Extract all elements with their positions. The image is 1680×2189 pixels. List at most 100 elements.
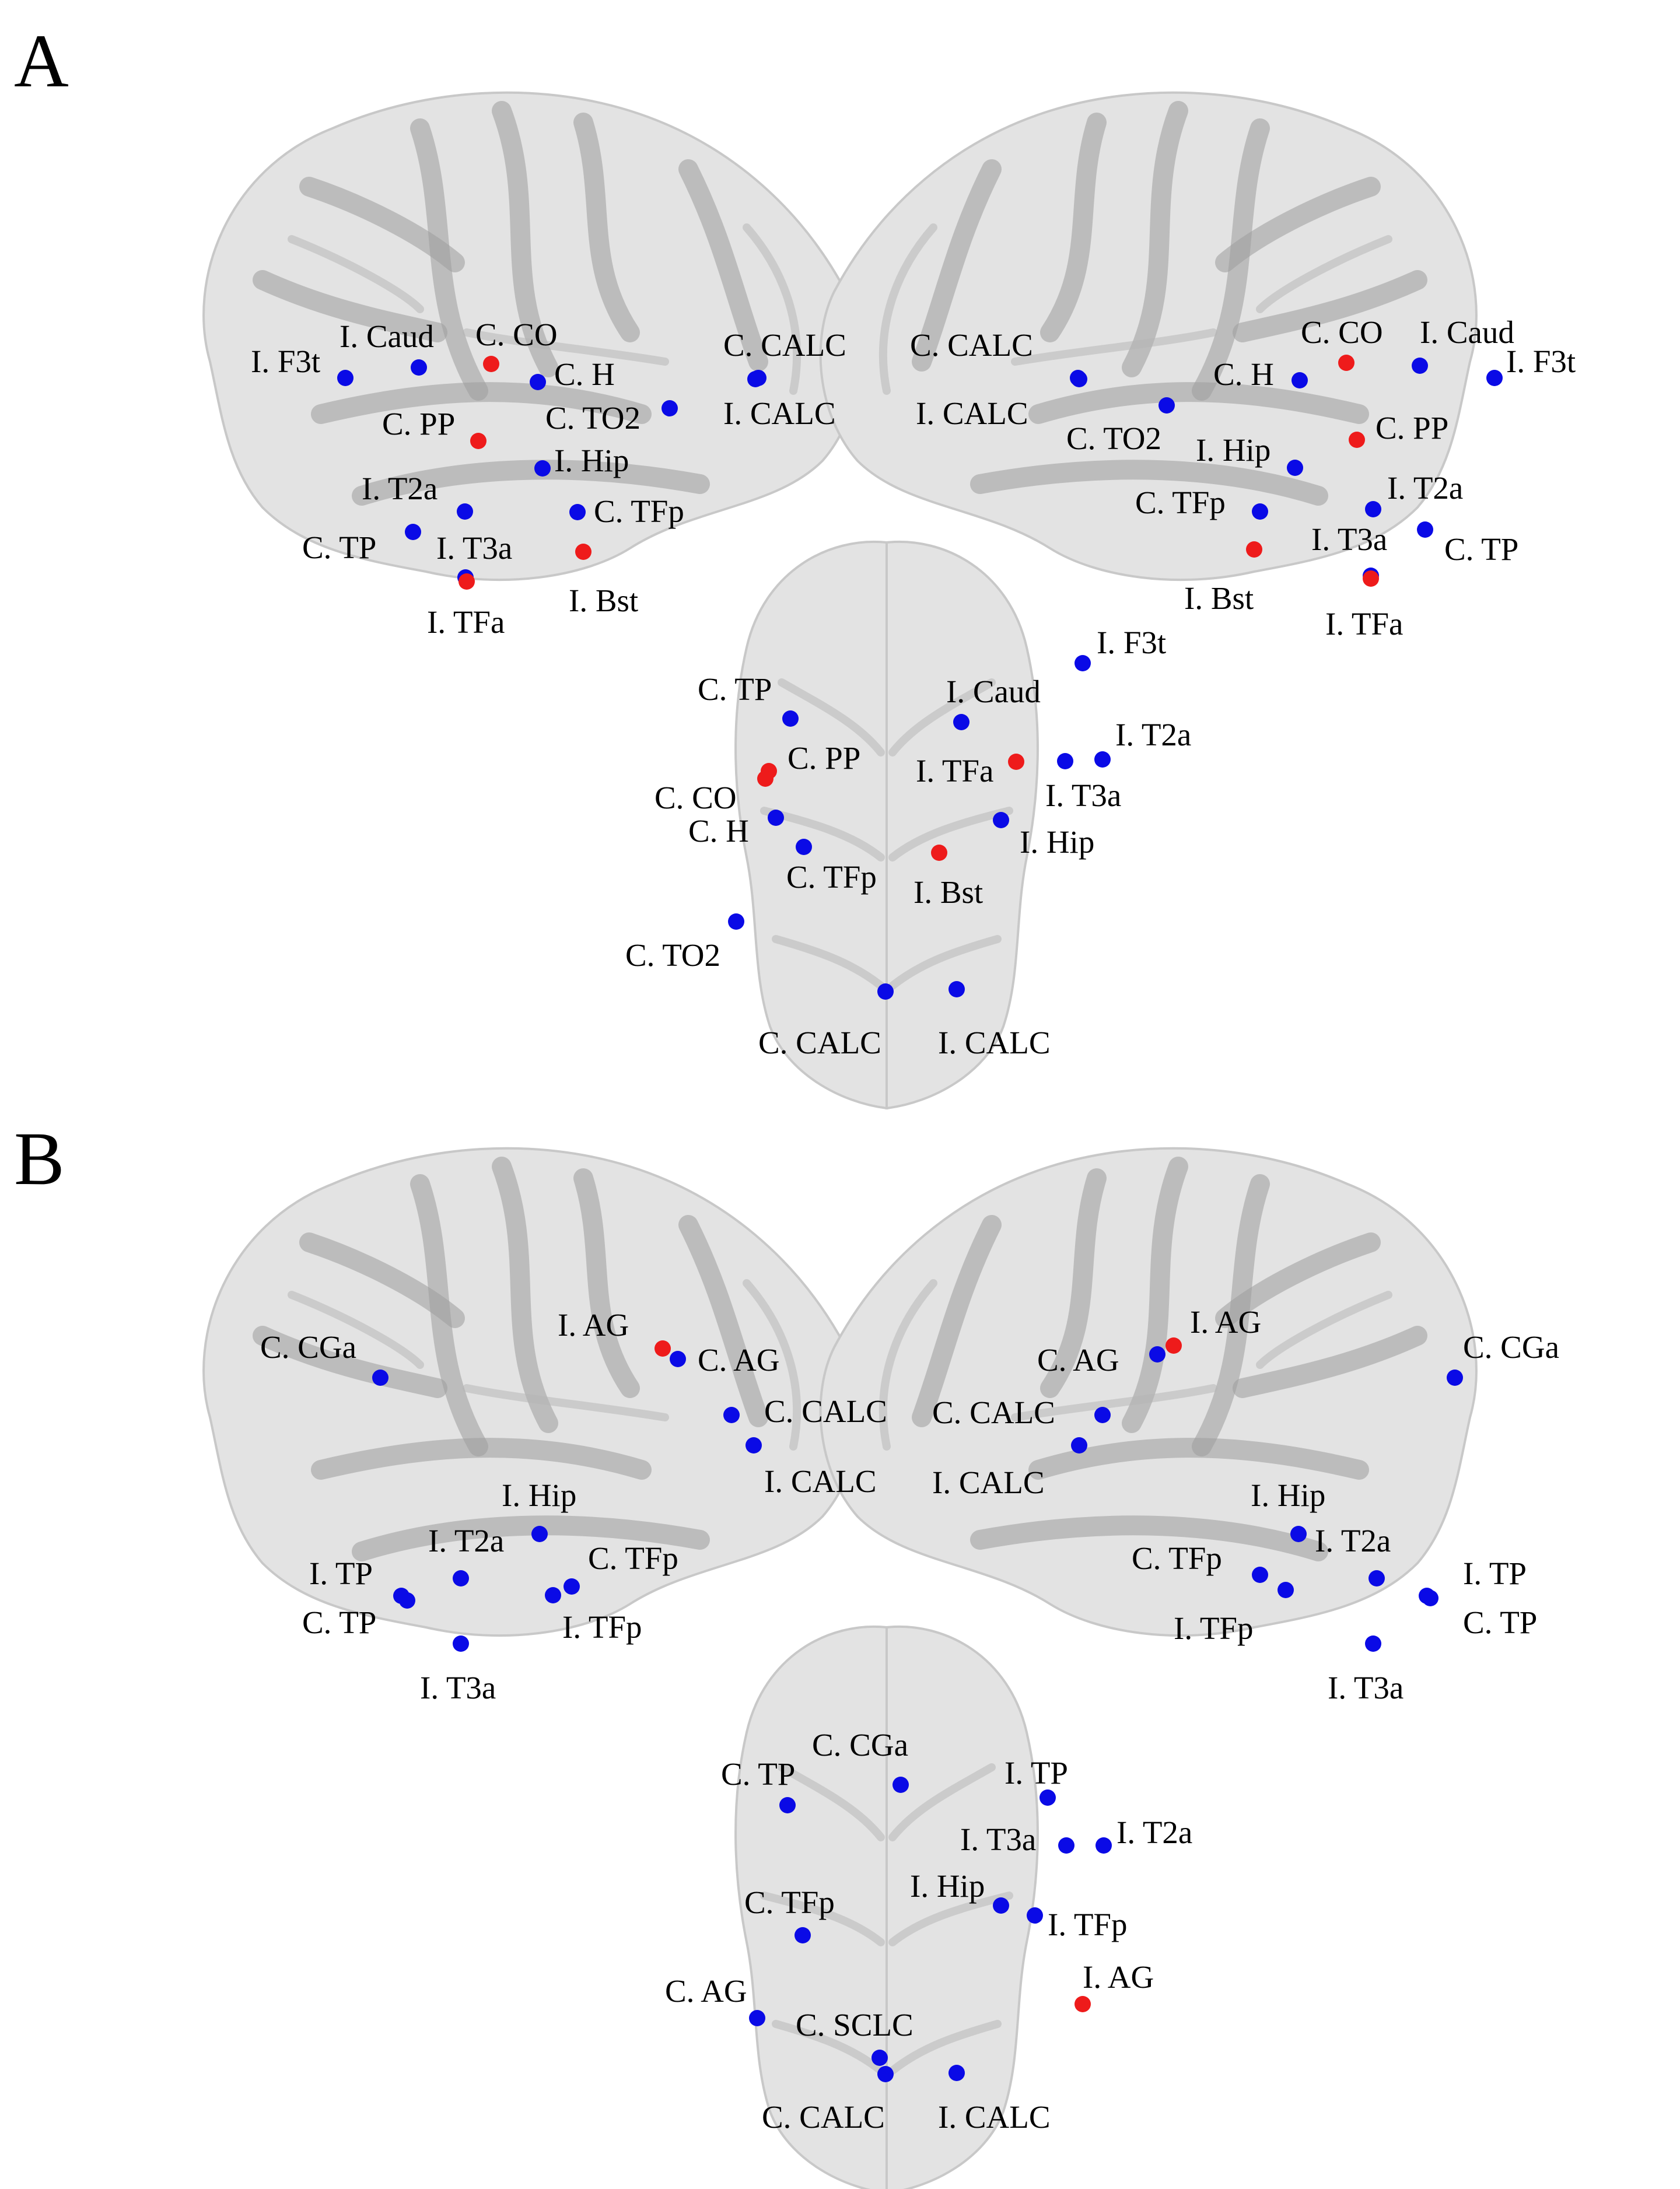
node-dot-i-calc bbox=[1071, 371, 1087, 387]
node-label-c-to2: C. TO2 bbox=[1066, 421, 1161, 456]
node-dot-i-tfp bbox=[545, 1587, 561, 1603]
node-label-i-f3t: I. F3t bbox=[1506, 344, 1576, 379]
node-dot-c-tfp bbox=[564, 1578, 580, 1595]
node-label-i-tfp: I. TFp bbox=[1048, 1907, 1128, 1942]
node-label-i-tfp: I. TFp bbox=[1174, 1610, 1254, 1646]
node-dot-c-cga bbox=[892, 1777, 909, 1793]
node-label-c-tp: C. TP bbox=[698, 671, 772, 707]
node-dot-i-hip bbox=[993, 1897, 1009, 1914]
node-label-c-pp: C. PP bbox=[1376, 410, 1448, 446]
node-label-c-cga: C. CGa bbox=[1463, 1329, 1559, 1365]
node-label-i-hip: I. Hip bbox=[1196, 432, 1270, 468]
node-dot-c-h bbox=[768, 810, 784, 826]
node-label-c-tfp: C. TFp bbox=[744, 1885, 835, 1920]
node-label-i-tp: I. TP bbox=[309, 1556, 373, 1591]
node-label-c-to2: C. TO2 bbox=[545, 400, 640, 436]
node-dot-c-tfp bbox=[1252, 503, 1268, 520]
node-dot-c-tfp bbox=[794, 1927, 811, 1943]
node-dot-c-to2 bbox=[1158, 397, 1175, 414]
node-dot-c-calc bbox=[1094, 1407, 1111, 1423]
node-dot-c-tfp bbox=[796, 839, 812, 855]
node-dot-i-ag bbox=[1074, 1996, 1091, 2012]
node-dot-c-calc bbox=[877, 2066, 894, 2082]
node-label-c-tp: C. TP bbox=[302, 1605, 376, 1640]
node-dot-i-t3a bbox=[453, 1635, 469, 1652]
node-label-c-ag: C. AG bbox=[698, 1342, 780, 1378]
node-label-i-calc: I. CALC bbox=[932, 1465, 1045, 1500]
node-label-c-sclc: C. SCLC bbox=[796, 2007, 914, 2043]
node-dot-c-tp bbox=[782, 710, 799, 727]
node-label-i-t2a: I. T2a bbox=[1115, 717, 1191, 752]
node-label-c-tfp: C. TFp bbox=[1135, 485, 1226, 520]
node-dot-i-hip bbox=[993, 812, 1009, 828]
node-label-c-co: C. CO bbox=[475, 317, 558, 352]
node-label-i-t3a: I. T3a bbox=[436, 530, 512, 566]
node-dot-c-tp bbox=[779, 1797, 796, 1813]
node-dot-i-f3t bbox=[1486, 370, 1503, 386]
node-label-i-hip: I. Hip bbox=[910, 1868, 985, 1904]
node-label-i-ag: I. AG bbox=[1083, 1959, 1154, 1995]
node-dot-c-pp bbox=[1349, 432, 1365, 448]
node-dot-i-t2a bbox=[1096, 1837, 1112, 1854]
node-dot-c-calc bbox=[877, 983, 894, 1000]
node-label-i-tp: I. TP bbox=[1005, 1755, 1068, 1791]
node-dot-i-bst bbox=[1246, 541, 1262, 558]
node-dot-i-caud bbox=[411, 359, 427, 376]
node-label-c-tp: C. TP bbox=[721, 1756, 795, 1792]
node-label-i-ag: I. AG bbox=[558, 1307, 629, 1343]
node-label-i-f3t: I. F3t bbox=[251, 344, 320, 379]
node-dot-i-tfa bbox=[1363, 570, 1379, 587]
node-dot-i-tp bbox=[1040, 1789, 1056, 1806]
node-dot-c-co bbox=[757, 770, 774, 787]
node-label-i-hip: I. Hip bbox=[1251, 1477, 1325, 1513]
node-label-c-co: C. CO bbox=[1301, 314, 1383, 350]
node-label-c-tfp: C. TFp bbox=[786, 859, 877, 895]
node-dot-c-sclc bbox=[872, 2050, 888, 2066]
node-dot-c-ag bbox=[1149, 1346, 1166, 1363]
node-dot-c-tfp bbox=[569, 504, 586, 520]
node-label-i-bst: I. Bst bbox=[914, 874, 983, 910]
node-label-c-calc: C. CALC bbox=[762, 2099, 885, 2135]
node-dot-i-t3a bbox=[1365, 1635, 1381, 1652]
node-label-i-t2a: I. T2a bbox=[1387, 470, 1463, 506]
node-label-c-tfp: C. TFp bbox=[588, 1540, 678, 1576]
node-label-i-f3t: I. F3t bbox=[1097, 625, 1166, 660]
brain-left-lateral-view bbox=[204, 1148, 859, 1635]
node-label-i-calc: I. CALC bbox=[916, 395, 1028, 431]
node-label-c-h: C. H bbox=[1213, 356, 1274, 392]
node-dot-i-caud bbox=[953, 714, 970, 730]
node-label-i-t2a: I. T2a bbox=[362, 471, 438, 506]
node-dot-i-caud bbox=[1412, 358, 1428, 374]
node-dot-c-ag bbox=[749, 2010, 765, 2026]
node-label-i-t3a: I. T3a bbox=[1311, 521, 1387, 557]
node-label-i-caud: I. Caud bbox=[1420, 314, 1514, 350]
node-label-i-tfp: I. TFp bbox=[562, 1609, 642, 1645]
node-label-i-calc: I. CALC bbox=[723, 395, 836, 431]
node-label-c-co: C. CO bbox=[654, 780, 737, 815]
node-label-i-calc: I. CALC bbox=[764, 1463, 877, 1499]
node-dot-c-to2 bbox=[728, 913, 744, 930]
node-dot-i-hip bbox=[1290, 1526, 1307, 1542]
node-label-i-hip: I. Hip bbox=[1020, 824, 1094, 860]
node-dot-i-hip bbox=[1287, 460, 1303, 476]
node-dot-i-bst bbox=[931, 845, 947, 861]
node-dot-c-tp bbox=[1422, 1590, 1438, 1606]
node-label-i-bst: I. Bst bbox=[569, 583, 638, 618]
node-dot-i-t2a bbox=[1368, 1570, 1385, 1586]
node-label-c-calc: C. CALC bbox=[723, 327, 846, 363]
node-label-c-cga: C. CGa bbox=[260, 1329, 356, 1365]
panel-letter: B bbox=[14, 1117, 65, 1201]
node-label-i-caud: I. Caud bbox=[340, 318, 434, 354]
node-dot-i-t2a bbox=[1365, 501, 1381, 517]
node-dot-c-co bbox=[483, 356, 499, 372]
node-label-i-ag: I. AG bbox=[1190, 1304, 1261, 1340]
node-label-c-to2: C. TO2 bbox=[625, 937, 720, 973]
node-label-c-calc: C. CALC bbox=[758, 1025, 881, 1060]
node-label-i-calc: I. CALC bbox=[938, 2099, 1051, 2135]
